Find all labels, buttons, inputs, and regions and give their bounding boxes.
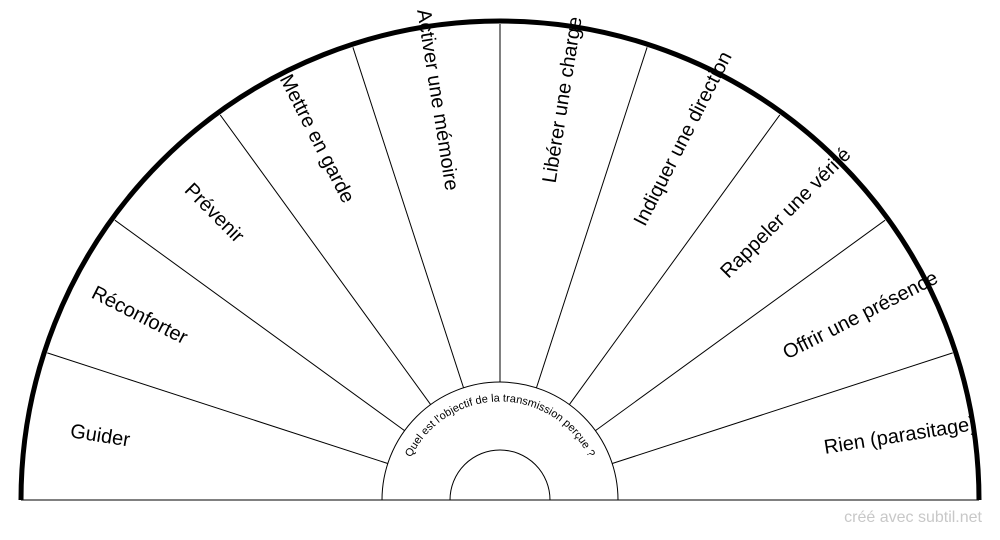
- segment-divider: [535, 47, 648, 388]
- inner-ring: [381, 381, 619, 501]
- segment-label: Offrir une présence: [779, 267, 941, 364]
- outer-arc: [18, 18, 982, 501]
- segment-label: Indiquer une direction: [630, 48, 737, 229]
- segment-label: Guider: [69, 420, 132, 451]
- segment-label: Rappeler une vérité: [716, 144, 855, 283]
- segment-divider: [114, 219, 405, 432]
- segment-divider: [219, 114, 432, 405]
- segment-label: Rien (parasitage): [822, 413, 977, 459]
- segment-label: Mettre en garde: [275, 71, 359, 207]
- segment-divider: [595, 219, 886, 432]
- segment-label: Libérer une charge: [539, 15, 587, 184]
- segment-divider: [568, 114, 781, 405]
- segment-dividers: [47, 24, 953, 465]
- center-question: Quel est l'objectif de la transmission p…: [403, 392, 597, 459]
- segment-divider: [612, 352, 953, 465]
- segment-divider: [47, 352, 388, 465]
- segment-label: Réconforter: [88, 282, 191, 349]
- segment-divider: [352, 47, 465, 388]
- segment-label: Prévenir: [180, 179, 248, 247]
- credit-text: créé avec subtil.net: [844, 509, 982, 526]
- hub-arc: [449, 449, 551, 501]
- segment-label: Activer une mémoire: [412, 8, 462, 193]
- segment-labels: Guider Réconforter Prévenir Mettre en garde…: [69, 8, 978, 459]
